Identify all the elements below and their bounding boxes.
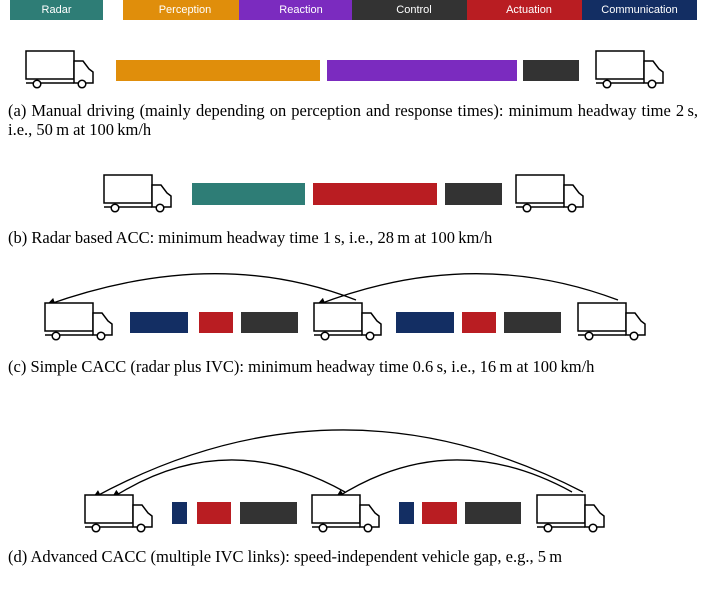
truck-icon xyxy=(84,494,153,533)
bar-communication xyxy=(130,312,188,333)
caption-d: (d) Advanced CACC (multiple IVC links): … xyxy=(8,547,563,566)
bar-communication xyxy=(172,502,187,524)
caption-c: (c) Simple CACC (radar plus IVC): minimu… xyxy=(8,357,595,376)
arrow-icon xyxy=(316,273,619,307)
legend-reaction: Reaction xyxy=(239,0,363,20)
truck-icon xyxy=(25,50,94,89)
legend-communication: Communication xyxy=(582,0,697,20)
row-a xyxy=(25,50,664,89)
truck-icon xyxy=(311,494,380,533)
caption-a: (a) Manual driving (mainly depending on … xyxy=(8,101,698,139)
truck-icon xyxy=(313,302,382,341)
bar-radar xyxy=(192,183,305,205)
bar-control xyxy=(465,502,521,524)
row-d xyxy=(84,429,605,533)
bar-actuation xyxy=(199,312,233,333)
arrow-icon xyxy=(46,273,357,307)
bar-reaction xyxy=(327,60,517,81)
arrow-icon xyxy=(335,459,573,499)
bar-communication xyxy=(396,312,454,333)
truck-icon xyxy=(595,50,664,89)
truck-icon xyxy=(103,174,172,213)
arrow-icon xyxy=(111,459,346,499)
truck-icon xyxy=(536,494,605,533)
bar-control xyxy=(523,60,579,81)
bar-actuation xyxy=(462,312,496,333)
legend-control: Control xyxy=(352,0,476,20)
caption-b: (b) Radar based ACC: minimum headway tim… xyxy=(8,228,493,247)
bar-control xyxy=(241,312,298,333)
row-c xyxy=(44,273,646,341)
legend-actuation: Actuation xyxy=(467,0,591,20)
bar-control xyxy=(445,183,502,205)
arrow-icon xyxy=(92,429,584,499)
bar-control xyxy=(504,312,561,333)
bar-control xyxy=(240,502,297,524)
truck-icon xyxy=(44,302,113,341)
bar-perception xyxy=(116,60,320,81)
bar-actuation xyxy=(197,502,231,524)
bar-actuation xyxy=(422,502,457,524)
legend-radar: Radar xyxy=(10,0,103,20)
legend-perception: Perception xyxy=(123,0,247,20)
bar-communication xyxy=(399,502,414,524)
truck-icon xyxy=(577,302,646,341)
bar-actuation xyxy=(313,183,437,205)
row-b xyxy=(103,174,584,213)
truck-icon xyxy=(515,174,584,213)
